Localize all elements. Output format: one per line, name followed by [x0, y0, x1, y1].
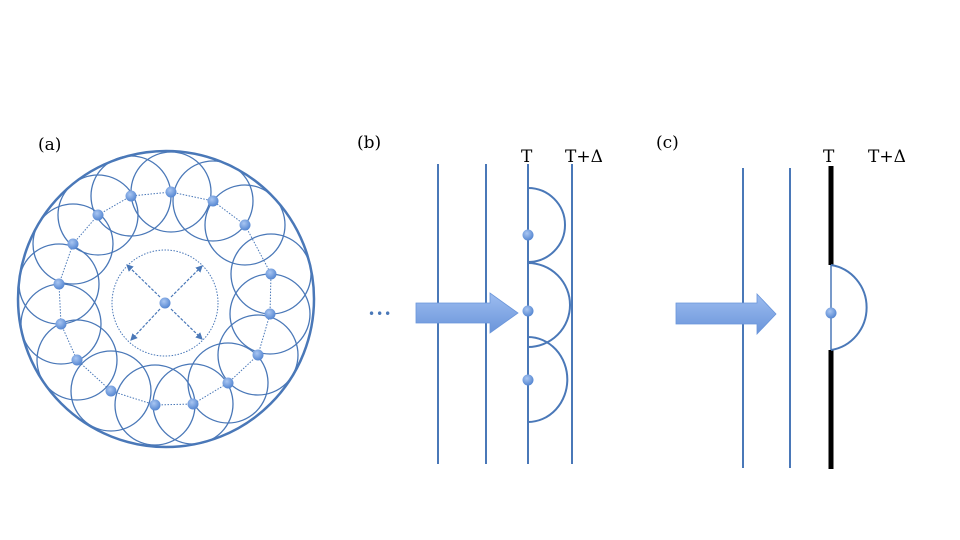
coverage-arc — [527, 187, 566, 263]
node — [67, 238, 79, 250]
radius-arrow — [126, 264, 161, 298]
center-node — [159, 297, 171, 309]
panel-b-t-label: T — [521, 147, 533, 167]
node — [522, 305, 534, 317]
radius-arrow — [170, 265, 203, 298]
node — [125, 190, 137, 202]
panel-a-label: (a) — [38, 135, 61, 155]
node — [187, 398, 199, 410]
node — [265, 268, 277, 280]
radius-arrow — [170, 308, 203, 340]
outer-boundary-circle — [16, 149, 316, 449]
node — [239, 219, 251, 231]
node — [55, 318, 67, 330]
node — [53, 278, 65, 290]
coverage-circle — [204, 184, 286, 266]
node — [252, 349, 264, 361]
node — [105, 385, 117, 397]
node — [71, 354, 83, 366]
coverage-circle — [172, 160, 254, 242]
node — [522, 374, 534, 386]
node — [165, 186, 177, 198]
panel-b — [415, 164, 573, 464]
node-ring-path — [58, 191, 272, 406]
radius-arrow — [130, 308, 161, 341]
panel-c-t-delta-label: T+Δ — [868, 147, 906, 167]
node — [92, 209, 104, 221]
coverage-arc — [527, 336, 569, 423]
node — [264, 308, 276, 320]
propagation-arrow — [675, 292, 777, 336]
node — [207, 195, 219, 207]
node — [522, 229, 534, 241]
coverage-circle — [217, 314, 299, 396]
panel-b-label: (b) — [357, 133, 381, 153]
node — [149, 399, 161, 411]
panel-c — [675, 166, 868, 469]
inner-range-circle — [111, 249, 219, 357]
panel-b-t-delta-label: T+Δ — [565, 147, 603, 167]
node — [222, 377, 234, 389]
panel-c-t-label: T — [823, 147, 835, 167]
panel-c-label: (c) — [656, 133, 679, 153]
coverage-circle — [70, 350, 152, 432]
ellipsis: ••• — [368, 307, 392, 321]
node — [825, 307, 837, 319]
coverage-circle — [32, 203, 114, 285]
coverage-circle — [57, 174, 139, 256]
coverage-arc — [830, 264, 868, 351]
panel-a-network — [16, 149, 316, 449]
coverage-arc — [527, 262, 571, 348]
propagation-arrow — [415, 292, 519, 334]
